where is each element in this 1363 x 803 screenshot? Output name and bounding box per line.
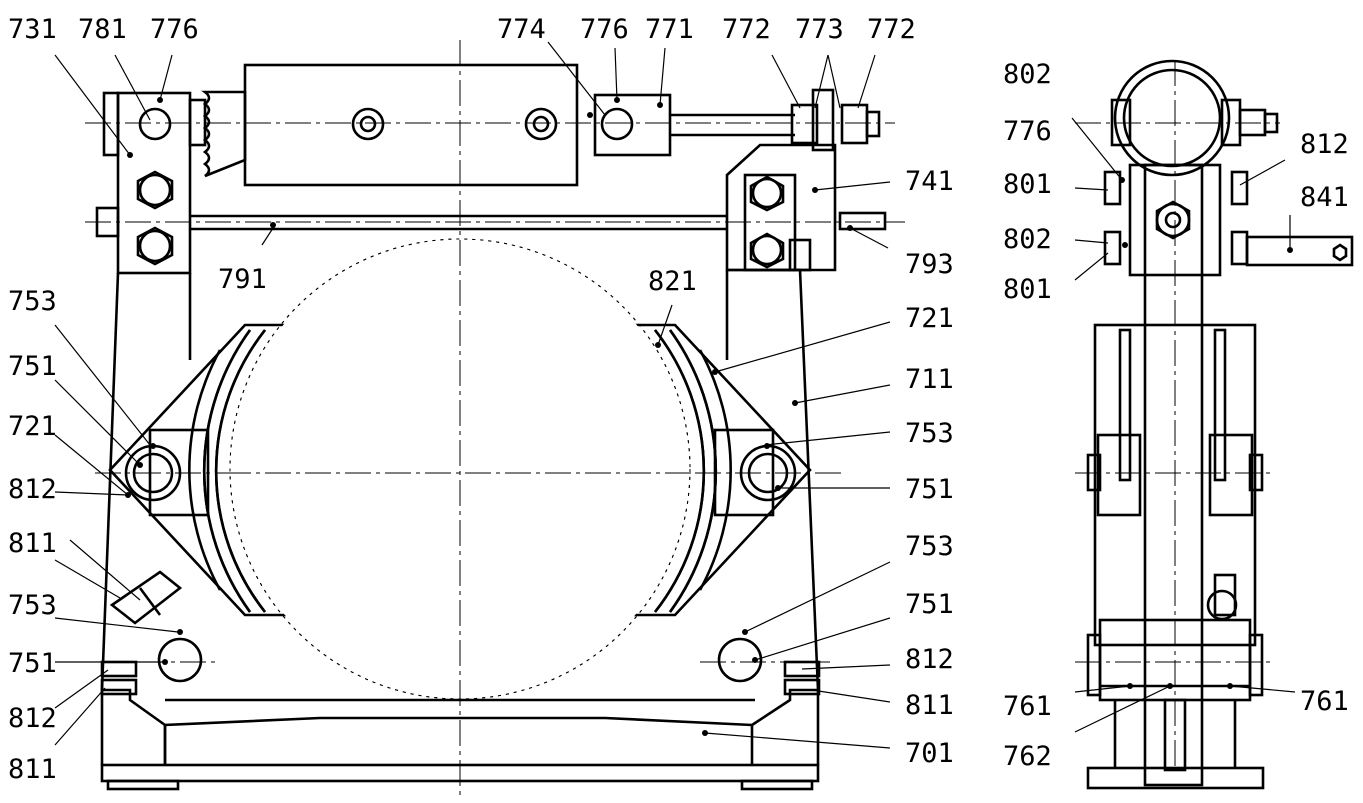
side-spring-nuts	[1103, 170, 1354, 267]
callout-841: 841	[1300, 182, 1349, 213]
side-leaders	[1071, 117, 1296, 733]
callout-812-right: 812	[905, 644, 954, 675]
callout-812-left-low: 812	[8, 703, 57, 734]
side-view	[1071, 59, 1354, 790]
callout-773: 773	[795, 14, 844, 45]
side-wheel	[1113, 59, 1231, 177]
callout-741: 741	[905, 166, 954, 197]
lower-nuts	[100, 660, 821, 696]
callout-811-right: 811	[905, 690, 954, 721]
callout-701: 701	[905, 738, 954, 769]
callout-762: 762	[1003, 741, 1052, 772]
callout-801-side-low: 801	[1003, 274, 1052, 305]
callout-751-right: 751	[905, 474, 954, 505]
front-view	[54, 40, 905, 800]
left-arm-pins	[136, 107, 785, 269]
left-lower-pin-751	[157, 637, 203, 683]
callout-753-right: 753	[905, 418, 954, 449]
callout-labels: 731 781 776 774 776 771 772 773 772 741 …	[8, 14, 1349, 785]
callout-781: 781	[78, 14, 127, 45]
callout-772-b: 772	[867, 14, 916, 45]
front-leaders	[54, 41, 891, 749]
callout-711: 711	[905, 364, 954, 395]
callout-753-right-low: 753	[905, 531, 954, 562]
callout-751-left: 751	[8, 351, 57, 382]
callout-774: 774	[497, 14, 546, 45]
right-lower-pin-751	[717, 637, 763, 683]
callout-772: 772	[722, 14, 771, 45]
spring-773-and-nuts-772	[790, 88, 881, 152]
callout-761-left: 761	[1003, 691, 1052, 722]
callout-812-side: 812	[1300, 129, 1349, 160]
side-arm-body	[1093, 323, 1257, 647]
callout-811-left: 811	[8, 528, 57, 559]
callout-731: 731	[8, 14, 57, 45]
callout-791: 791	[218, 264, 267, 295]
callout-761-right: 761	[1300, 686, 1349, 717]
callout-802-side: 802	[1003, 224, 1052, 255]
callout-751-left-low: 751	[8, 648, 57, 679]
callout-776-side: 776	[1003, 116, 1052, 147]
callout-753-left: 753	[8, 286, 57, 317]
callout-721-right: 721	[905, 303, 954, 334]
callout-821: 821	[648, 266, 697, 297]
front-leader-dots	[125, 97, 853, 736]
callout-811-left-low: 811	[8, 754, 57, 785]
callout-776: 776	[150, 14, 199, 45]
left-arm-731	[95, 91, 192, 691]
callout-776-b: 776	[580, 14, 629, 45]
pull-rod-791	[190, 211, 887, 231]
callout-771: 771	[645, 14, 694, 45]
callout-801-side: 801	[1003, 169, 1052, 200]
callout-753-left-low: 753	[8, 590, 57, 621]
side-lower-block	[1086, 618, 1265, 790]
callout-721-left: 721	[8, 411, 57, 442]
callout-812-left: 812	[8, 474, 57, 505]
callout-751-right-low: 751	[905, 589, 954, 620]
callout-802-top: 802	[1003, 59, 1052, 90]
thruster	[188, 63, 795, 187]
left-adjust-bolt	[109, 570, 183, 625]
callout-793: 793	[905, 249, 954, 280]
bracket-741	[725, 143, 837, 272]
